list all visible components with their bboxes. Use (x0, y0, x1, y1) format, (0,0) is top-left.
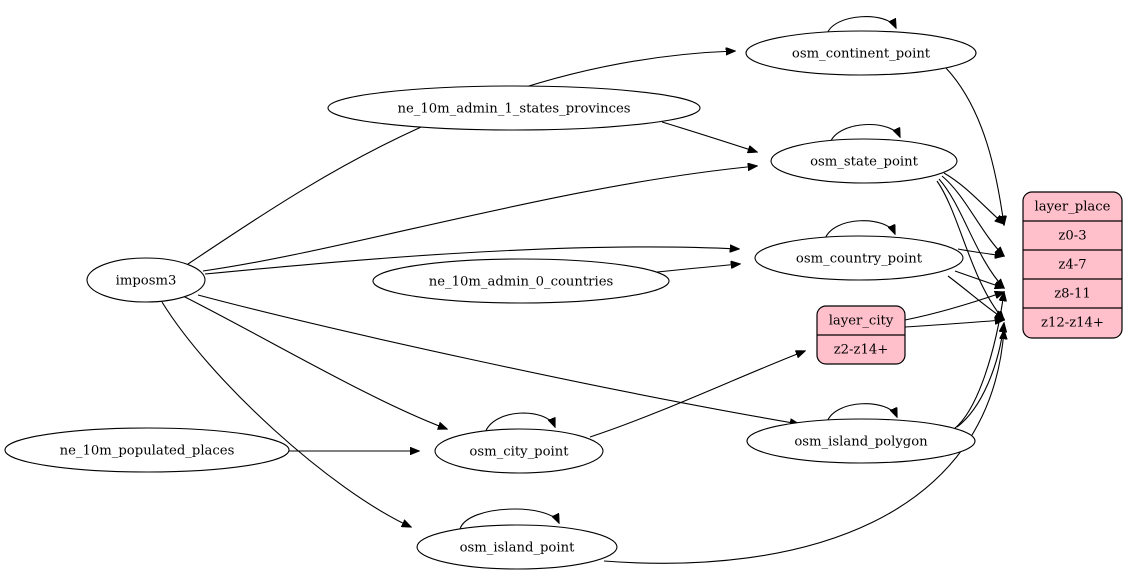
edge-osm_state_point-layer_place-z12_z14 (936, 180, 1004, 320)
edge-layer_city-layer_place-z12_z14 (904, 320, 1004, 328)
edge-osm_state_point-layer_place-z8_11 (938, 178, 1004, 288)
node-label-imposm3: imposm3 (116, 274, 177, 289)
node-osm-country-point[interactable]: osm_country_point (754, 235, 964, 281)
node-osm-island-polygon[interactable]: osm_island_polygon (746, 418, 976, 464)
node-label-osm-island-point: osm_island_point (460, 541, 575, 556)
node-ne-10m-populated-places[interactable]: ne_10m_populated_places (4, 427, 290, 473)
edge-imposm3-osm_island_polygon (197, 294, 799, 424)
edge-osm_island_polygon-layer_place-z8_11 (953, 292, 1004, 430)
node-ne-10m-admin-0-countries[interactable]: ne_10m_admin_0_countries (372, 258, 670, 304)
edge-osm_state_point-layer_place-z0_3 (943, 172, 1004, 224)
node-imposm3[interactable]: imposm3 (86, 257, 206, 303)
node-label-osm-island-polygon: osm_island_polygon (794, 435, 928, 450)
node-label-ne-10m-admin-0-countries: ne_10m_admin_0_countries (429, 275, 614, 290)
node-label-ne-10m-admin-1-states-provinces: ne_10m_admin_1_states_provinces (397, 102, 630, 117)
node-osm-island-point[interactable]: osm_island_point (416, 524, 618, 570)
record-row-layer-place-title: layer_place (1035, 200, 1111, 215)
edge-imposm3-osm_continent_point (187, 51, 735, 265)
record-row-layer-city-title: layer_city (829, 314, 894, 329)
record-node-layer-place[interactable]: layer_place z0-3 z4-7 z8-11 z12-z14+ (1022, 191, 1123, 339)
node-osm-continent-point[interactable]: osm_continent_point (745, 30, 977, 76)
edge-osm_city_point-layer_city-z2_z14 (589, 351, 805, 438)
selfloop-osm_city_point (484, 412, 555, 434)
record-row-layer-place-z8-11[interactable]: z8-11 (1054, 287, 1091, 302)
edge-ne_countries-osm_country_point (656, 264, 740, 273)
node-label-osm-city-point: osm_city_point (469, 445, 569, 460)
node-osm-state-point[interactable]: osm_state_point (770, 138, 958, 184)
selfloop-osm_state_point (829, 124, 900, 144)
node-label-osm-continent-point: osm_continent_point (792, 47, 931, 62)
edge-layer_city-layer_place-z8_11 (904, 292, 1004, 321)
selfloop-osm_country_point (824, 220, 895, 240)
edge-imposm3-osm_country_point (204, 247, 739, 275)
record-node-layer-city[interactable]: layer_city z2-z14+ (816, 305, 906, 365)
node-osm-city-point[interactable]: osm_city_point (434, 428, 604, 474)
edge-osm_country_point-layer_place-z4_7 (957, 248, 1004, 256)
node-label-ne-10m-populated-places: ne_10m_populated_places (60, 444, 235, 459)
edge-imposm3-osm_state_point (202, 166, 757, 272)
edge-osm_island_point-layer_place-z12_z14 (603, 330, 1004, 564)
node-label-osm-country-point: osm_country_point (796, 252, 923, 267)
edge-osm_country_point-layer_place-z8_11 (954, 270, 1004, 288)
edge-ne_states-osm_state_point (661, 121, 757, 152)
edge-imposm3-osm_city_point (182, 295, 447, 429)
record-row-layer-place-z12-z14[interactable]: z12-z14+ (1041, 316, 1104, 331)
selfloop-osm_island_point (459, 508, 559, 530)
record-row-layer-place-z4-7[interactable]: z4-7 (1058, 258, 1086, 273)
node-ne-10m-admin-1-states-provinces[interactable]: ne_10m_admin_1_states_provinces (327, 85, 701, 131)
edge-osm_state_point-layer_place-z4_7 (941, 175, 1004, 256)
selfloop-osm_island_polygon (826, 403, 897, 423)
selfloop-osm_continent_point (826, 16, 896, 35)
record-nodes-layer: layer_place z0-3 z4-7 z8-11 z12-z14+ lay… (816, 191, 1123, 365)
nodes-layer: imposm3 ne_10m_admin_1_states_provinces … (4, 30, 977, 570)
edges-layer (161, 16, 1004, 564)
record-row-layer-place-z0-3[interactable]: z0-3 (1058, 229, 1086, 244)
edge-osm_country_point-layer_place-z12_z14 (947, 275, 1004, 319)
node-label-osm-state-point: osm_state_point (810, 155, 919, 170)
edge-imposm3-osm_island_point (161, 301, 411, 527)
edge-osm_continent_point-layer_place-z0_3 (945, 67, 1004, 225)
record-row-layer-city-z2-z14[interactable]: z2-z14+ (834, 343, 889, 358)
